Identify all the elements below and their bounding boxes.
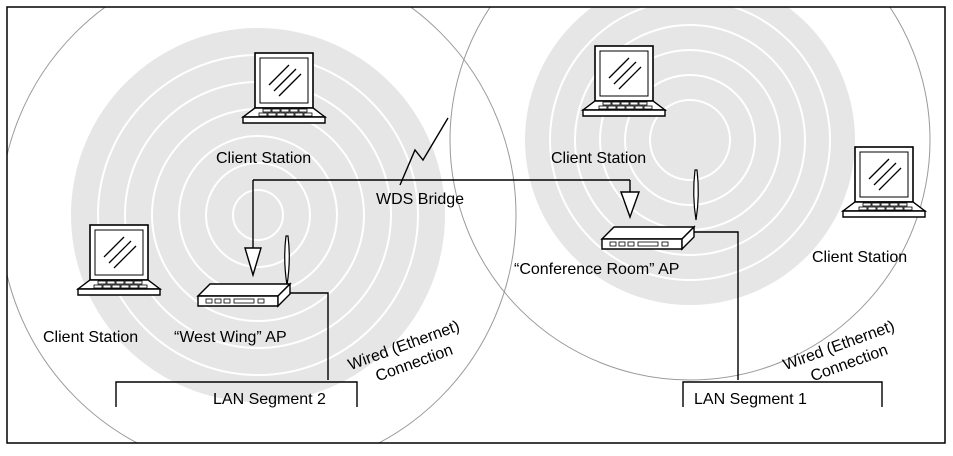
client-station-label: Client Station	[43, 329, 138, 346]
client-station-label: Client Station	[551, 150, 646, 167]
lan-segment-1-line	[682, 381, 883, 407]
west-wing-ap-label: “West Wing” AP	[174, 329, 287, 346]
lan-segments	[115, 381, 883, 407]
wds-bridge-link	[244, 117, 640, 278]
laptop-icon	[77, 224, 161, 296]
laptop-icon	[842, 146, 926, 218]
lan-segment-2-line	[115, 381, 358, 407]
west-wing-ap-device	[197, 235, 291, 307]
lan-segment-1-label: LAN Segment 1	[694, 391, 807, 408]
wds-bridge-label: WDS Bridge	[376, 191, 464, 208]
client-station-label: Client Station	[812, 249, 907, 266]
client-station-label: Client Station	[216, 150, 311, 167]
laptop-icon	[582, 45, 666, 117]
coverage-areas	[7, 7, 931, 443]
lan-segment-2-label: LAN Segment 2	[213, 391, 326, 408]
laptop-icon	[242, 52, 326, 124]
conference-room-ap-device	[601, 169, 699, 250]
diagram-frame	[6, 6, 946, 444]
wired-connections	[290, 231, 739, 380]
conference-room-ap-label: “Conference Room” AP	[514, 261, 679, 278]
